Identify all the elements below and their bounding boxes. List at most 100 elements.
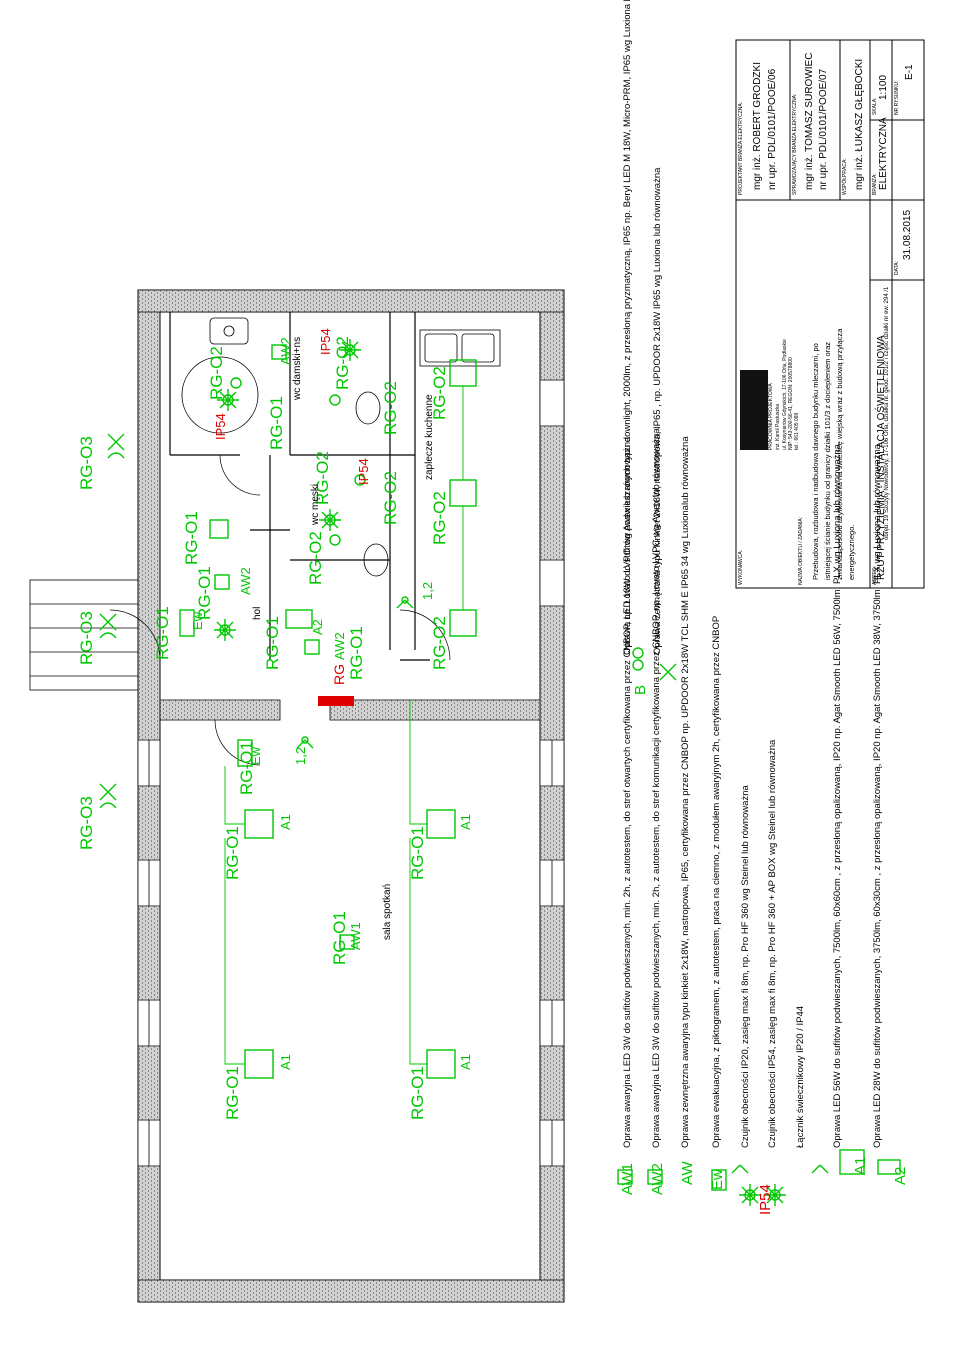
- fixture-tag: IP54: [213, 413, 228, 440]
- company-owner: inż. Kamil Pastuszka: [775, 404, 781, 450]
- legend-text: Oprawa LED 28W do sufitów podwieszanych,…: [872, 443, 883, 1148]
- designer-name: mgr inż. ROBERT GRODZKI: [752, 62, 763, 190]
- legend-symbol: IP54: [757, 1184, 774, 1215]
- legend-text: Oprawa awaryjna LED 3W do sufitów podwie…: [622, 436, 633, 1148]
- object-line: zmiana sposobu użytkowania na świetlicę …: [835, 328, 844, 580]
- luminaire-a1: [244, 809, 274, 839]
- fixture-tag: IP54: [318, 328, 333, 355]
- circuit-label: RG-O3: [77, 796, 96, 850]
- fixture-tag: AW1: [348, 922, 363, 950]
- circuit-label: RG-O2: [430, 616, 449, 670]
- company-tel: tel.: 661 405 089: [794, 413, 800, 450]
- circuit-label: RG-O1: [153, 606, 172, 660]
- room-name-kitchen: zaplecze kuchenne: [424, 394, 435, 480]
- room-name-meeting: sala spotkań: [382, 884, 393, 940]
- luminaire-a1: [449, 479, 477, 507]
- room-name-wc-male: wc męski: [310, 484, 321, 526]
- fixture-tag: Ew: [248, 746, 263, 765]
- address: obręb: 19 Szczyty Nowodwory, 17-106 Orla…: [884, 286, 890, 540]
- legend-text: Oprawa LED 18W do sufitów podwieszanych …: [622, 0, 633, 655]
- checker-license: nr upr. PDL/0101/POOE/07: [818, 68, 829, 190]
- drawing-no-label: NR RYSUNKU:: [894, 81, 900, 115]
- circuit-label: RG-O1: [263, 616, 282, 670]
- wall-outer-bottom: [137, 1279, 565, 1303]
- fixture-tag: A1: [278, 1054, 293, 1070]
- checker-label: SPRAWDZAJĄCY BRANŻA ELEKTRYCZNA:: [791, 94, 798, 195]
- scale-label: SKALA:: [872, 97, 878, 115]
- circuit-label: RG-O2: [306, 531, 325, 585]
- investor-label: WYKONAWCA:: [738, 550, 744, 585]
- fixture-tag: IP54: [356, 458, 371, 485]
- circuit-label: RG-O1: [330, 911, 349, 965]
- title-block: PRACOWNIA PROJEKTOWA inż. Kamil Pastuszk…: [735, 39, 925, 589]
- circuit-label: RG-O2: [430, 491, 449, 545]
- circuit-label: RG-O2: [381, 381, 400, 435]
- legend-text: Czujnik obecności IP54, zasięg max fi 8m…: [767, 739, 778, 1148]
- circuit-label: RG-O1: [267, 396, 286, 450]
- legend-symbol: A2: [892, 1167, 909, 1185]
- date: 31.08.2015: [902, 210, 913, 260]
- designer-license: nr upr. PDL/0101/POOE/06: [767, 68, 778, 190]
- circuit-label: RG-O1: [195, 566, 214, 620]
- legend-text: Czujnik obecności IP20, zasięg max fi 8m…: [740, 785, 751, 1148]
- wall-outer-top: [137, 289, 565, 313]
- luminaire-aw2: [271, 344, 287, 360]
- switchboard-label: RG: [331, 664, 347, 685]
- legend-text: Oprawa awaryjna LED 3W do sufitów podwie…: [651, 428, 662, 1148]
- fixture-tag: 1,2: [420, 582, 435, 600]
- switchboard-rg: [318, 696, 354, 706]
- fixture-tag: Ew: [190, 611, 205, 630]
- legend-text: Łącznik świecznikowy IP20 / IP44: [795, 1006, 806, 1148]
- circuit-label: RG-O1: [223, 826, 242, 880]
- room-name-wc-female: wc damski+ns: [292, 337, 303, 401]
- fixture-tag: A1: [458, 814, 473, 830]
- company-address: ul. Kosynierów Gdyńskich, 17-106 Orla, P…: [782, 339, 788, 450]
- circuit-labels: RG-O3 RG-O3 RG-O3 RG-O1 RG-O1 RG-O1 RG-O…: [77, 336, 449, 1120]
- circuit-label: RG-O2: [207, 346, 226, 400]
- legend-text: Oprawa LED 56W do sufitów podwieszanych,…: [832, 443, 843, 1148]
- fixture-tag: A1: [278, 814, 293, 830]
- checker-name: mgr inż. TOMASZ SUROWIEC: [804, 53, 815, 190]
- wall-partition-2: [329, 699, 541, 721]
- entrance-stairs: [29, 579, 139, 691]
- legend-symbol: AW1: [619, 1163, 636, 1195]
- fixture-tags: A1 A1 A1 A1 A2 AW1 AW2 AW2 AW2 Ew Ew IP5…: [190, 328, 473, 1070]
- legend-text: Oprawa ewakuacyjna, z piktogramem, z aut…: [711, 616, 722, 1148]
- legend-symbol: B: [632, 685, 649, 695]
- object-label: NAZWA OBIEKTU / ZADANIA:: [798, 517, 804, 585]
- scale: 1:100: [878, 75, 889, 100]
- wall-partition-1: [159, 699, 281, 721]
- branch-label: BRANŻA:: [871, 173, 878, 195]
- circuit-label: RG-O1: [237, 741, 256, 795]
- presence-sensors: [214, 339, 361, 641]
- legend-text: Oprawa zewnętrzna typu kinkiet 2x18W, na…: [652, 167, 663, 655]
- fixture-tag: AW2: [332, 632, 347, 660]
- room-names: hol sala spotkań zaplecze kuchenne wc mę…: [252, 337, 435, 940]
- fixture-tag: 1,2: [293, 747, 308, 765]
- circuit-label: RG-O2: [313, 451, 332, 505]
- object-line: Przebudowa, rozbudowa i nadbudowa dawneg…: [811, 343, 820, 580]
- outdoor-lamps: [99, 433, 125, 809]
- electrical-layer: RG: [77, 328, 477, 1120]
- sanitary-fixtures: [181, 317, 501, 577]
- downlights-b: [230, 377, 366, 546]
- circuit-label: RG-O2: [381, 471, 400, 525]
- circuit-label: RG-O3: [77, 436, 96, 490]
- legend-symbol: AW: [679, 1161, 696, 1185]
- luminaire-a1: [244, 1049, 274, 1079]
- legend-symbol: A1: [852, 1157, 869, 1175]
- address-label: ADRES:: [872, 566, 878, 585]
- circuit-label: RG-O1: [182, 511, 201, 565]
- luminaire-a1: [426, 1049, 456, 1079]
- luminaire-aw: [304, 639, 320, 655]
- object-line: istniejącej ścianie budynku od granicy d…: [823, 342, 832, 580]
- windows: [137, 379, 565, 1167]
- drawing-no: E-1: [904, 64, 915, 80]
- luminaire-aw: [214, 574, 230, 590]
- legend: AW1 AW2 AW Ew IP54 A1 A2 B Oprawa awaryj…: [617, 0, 909, 1215]
- room-name-hall: hol: [252, 607, 263, 620]
- evacuation-lamps: [179, 609, 253, 767]
- circuit-label: RG-O1: [408, 826, 427, 880]
- branch: ELEKTRYCZNA: [878, 117, 889, 190]
- company-nip: NIP: 543-200-56-41, REGON: 200578800: [788, 357, 794, 450]
